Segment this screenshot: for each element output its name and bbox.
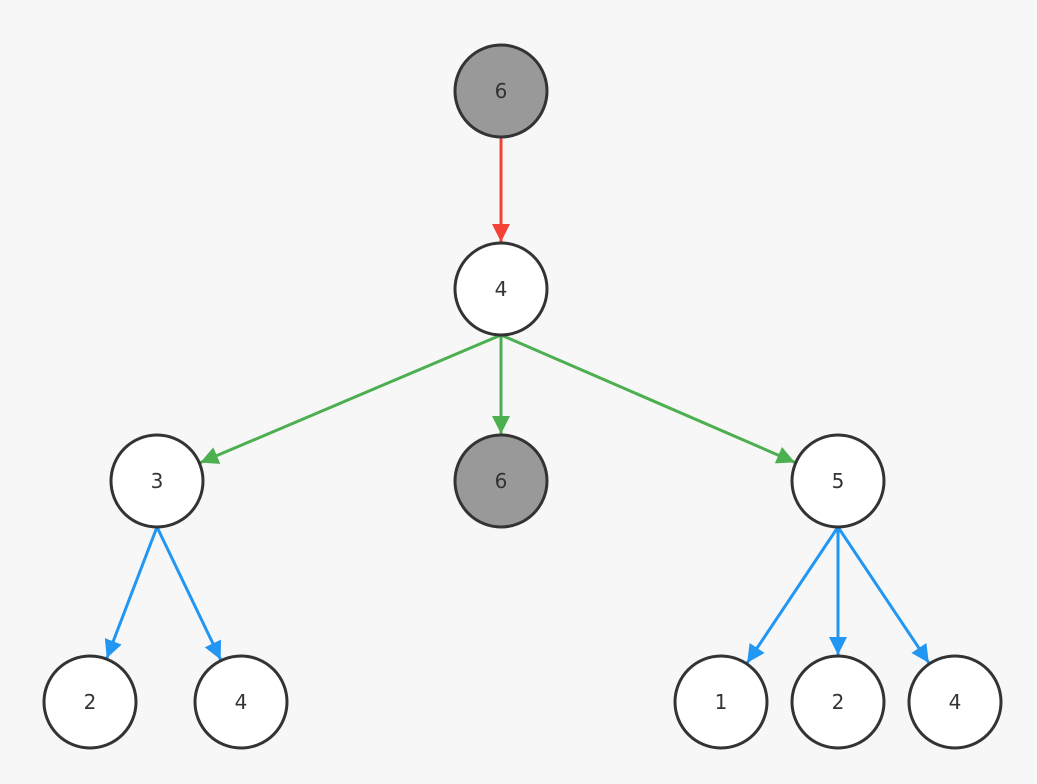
- tree-node-n_4: 4: [453, 241, 549, 337]
- node-label: 2: [832, 690, 845, 714]
- node-circle: [790, 654, 886, 750]
- node-circle: [790, 433, 886, 529]
- tree-node-n_5_2: 2: [790, 654, 886, 750]
- node-label: 4: [495, 277, 508, 301]
- tree-node-n_6b: 6: [453, 433, 549, 529]
- node-label: 4: [949, 690, 962, 714]
- node-circle: [453, 241, 549, 337]
- node-circle: [193, 654, 289, 750]
- node-circle: [453, 433, 549, 529]
- edge-n_4-to-n_3: [199, 333, 502, 465]
- tree-node-n_5_1: 1: [673, 654, 769, 750]
- tree-node-n_root: 6: [453, 43, 549, 139]
- node-label: 2: [84, 690, 97, 714]
- edge-n_5-to-n_5_1: [745, 526, 840, 664]
- tree-node-n_3: 3: [109, 433, 205, 529]
- tree-node-n_5: 5: [790, 433, 886, 529]
- edges-layer: [104, 137, 931, 664]
- node-label: 1: [715, 690, 728, 714]
- node-circle: [907, 654, 1003, 750]
- node-label: 3: [151, 469, 164, 493]
- tree-node-n_3_2: 2: [42, 654, 138, 750]
- edge-n_5-to-n_5_4: [836, 526, 931, 664]
- tree-node-n_3_4: 4: [193, 654, 289, 750]
- node-circle: [42, 654, 138, 750]
- nodes-layer: 6 4 3 6 5 2 4 1 2 4: [42, 43, 1003, 750]
- edge-n_3-to-n_3_2: [104, 526, 159, 659]
- node-label: 5: [832, 469, 845, 493]
- edge-n_4-to-n_5: [500, 333, 796, 464]
- node-label: 6: [495, 469, 508, 493]
- node-circle: [453, 43, 549, 139]
- tree-node-n_5_4: 4: [907, 654, 1003, 750]
- node-circle: [673, 654, 769, 750]
- node-label: 6: [495, 79, 508, 103]
- node-circle: [109, 433, 205, 529]
- node-label: 4: [235, 690, 248, 714]
- edge-n_3-to-n_3_4: [155, 526, 223, 661]
